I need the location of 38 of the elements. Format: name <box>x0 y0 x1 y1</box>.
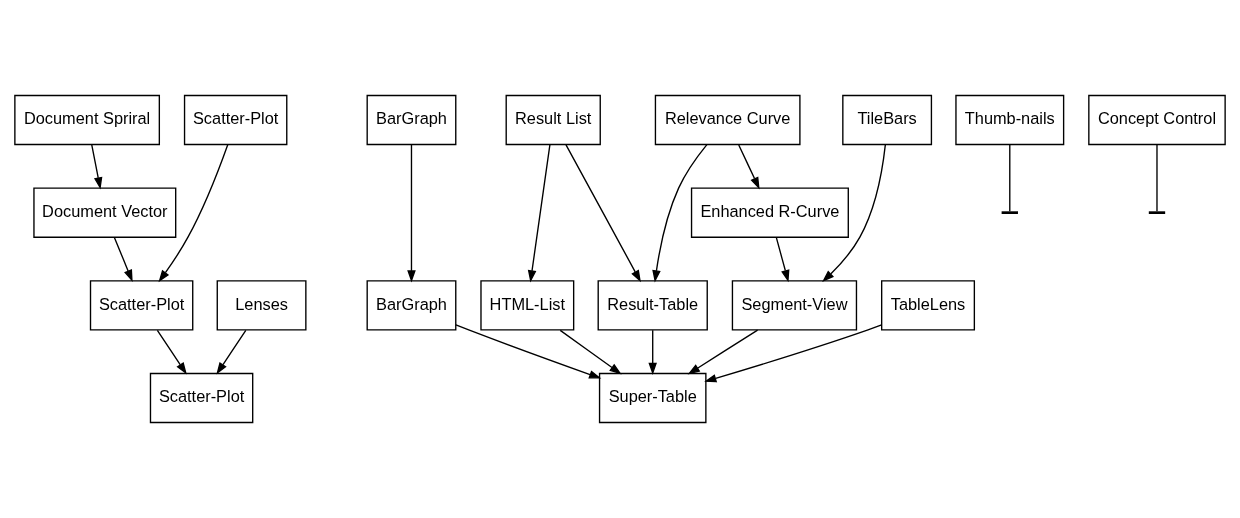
node-box: Scatter-Plot <box>89 280 194 331</box>
arrow <box>775 237 790 283</box>
node-box: Result List <box>505 94 601 146</box>
connector <box>1156 144 1158 212</box>
node-box: Enhanced R-Curve <box>690 187 849 238</box>
arrow <box>648 329 657 375</box>
node-box: Segment-View <box>731 280 858 331</box>
arrow <box>687 329 759 375</box>
arrow <box>527 144 551 283</box>
node-box: Result-Table <box>597 280 708 331</box>
arrow <box>407 144 416 283</box>
node-box: TileBars <box>842 94 933 146</box>
node-box: Scatter-Plot <box>183 94 288 146</box>
node-box: BarGraph <box>366 94 457 146</box>
arrow <box>158 144 229 283</box>
node-box: Document Vector <box>33 187 177 238</box>
arrow <box>156 329 187 375</box>
arrow <box>822 144 886 283</box>
node-box: Scatter-Plot <box>149 372 254 424</box>
node-box: TableLens <box>881 280 976 331</box>
arrow <box>704 324 883 383</box>
arrow <box>91 144 103 190</box>
node-box: Thumb-nails <box>955 94 1065 146</box>
node-box: Super-Table <box>598 372 707 424</box>
arrow <box>455 324 602 379</box>
arrow <box>652 143 708 283</box>
node-box: Document Spriral <box>14 94 160 146</box>
node-box: BarGraph <box>366 280 457 331</box>
node-box: Lenses <box>216 280 307 331</box>
arrow <box>738 144 760 190</box>
node-box: Concept Control <box>1088 94 1226 146</box>
node-box: Relevance Curve <box>654 94 801 146</box>
arrow <box>559 329 622 375</box>
arrow <box>216 329 247 375</box>
node-box: HTML-List <box>480 280 575 331</box>
arrow <box>113 237 133 283</box>
connector <box>1009 144 1011 212</box>
arrow <box>565 144 641 283</box>
